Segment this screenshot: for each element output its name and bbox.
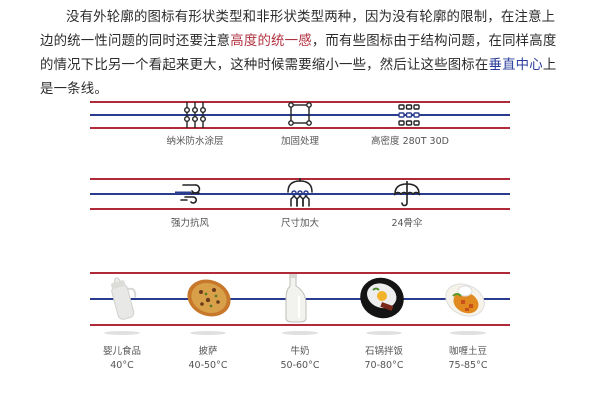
row2-bottom-guide bbox=[90, 208, 510, 210]
food-name: 披萨 bbox=[198, 346, 218, 357]
highlight-height-unity: 高度的统一感 bbox=[230, 34, 312, 49]
bibimbap-shadow bbox=[366, 331, 402, 335]
curry-shadow bbox=[450, 331, 486, 335]
label-wind-resistant: 强力抗风 bbox=[170, 218, 209, 229]
intro-paragraph: 没有外轮廓的图标有形状类型和非形状类型两种，因为没有轮廓的限制，在注意上边的统一… bbox=[40, 6, 560, 102]
label-high-density: 高密度 280T 30D bbox=[371, 136, 449, 147]
row2-center-guide bbox=[90, 193, 510, 195]
label-24-rib-umbrella: 24骨伞 bbox=[391, 218, 423, 229]
curry-potato-image bbox=[445, 283, 485, 317]
food-name: 石锅拌饭 bbox=[364, 346, 403, 357]
food-name: 婴儿食品 bbox=[102, 346, 141, 357]
pizza-shadow bbox=[190, 331, 226, 335]
label-curry-potato: 咖喱土豆 75-85°C bbox=[418, 345, 518, 373]
food-temp: 70-80°C bbox=[364, 360, 404, 371]
label-baby-food: 婴儿食品 40°C bbox=[72, 345, 172, 373]
food-temp: 40-50°C bbox=[188, 360, 228, 371]
baby-bottle-image bbox=[111, 277, 137, 320]
intro-text-1: 没有外轮廓的图标有形状类型和非形状类型两种，因为没有轮廓的限制，在注意上边的统一… bbox=[40, 10, 556, 49]
label-reinforced: 加固处理 bbox=[280, 136, 319, 147]
row1-bottom-guide bbox=[90, 127, 510, 129]
row3-top-guide bbox=[90, 272, 510, 274]
row1-center-guide bbox=[90, 114, 510, 116]
milk-shadow bbox=[282, 331, 318, 335]
row1-top-guide bbox=[90, 101, 510, 103]
food-temp: 50-60°C bbox=[280, 360, 320, 371]
umbrella-icon bbox=[394, 181, 420, 207]
baby-bottle-shadow bbox=[104, 331, 140, 335]
intro-text-2: ，而有些图标由于结构问题，在同样高度的情况下比另一个看起来更大，这种时候需要缩小… bbox=[40, 34, 557, 73]
high-density-grid-icon bbox=[398, 104, 420, 126]
bibimbap-image bbox=[360, 277, 404, 319]
wind-icon bbox=[175, 184, 201, 204]
highlight-vertical-center: 垂直中心 bbox=[488, 58, 543, 73]
label-bibimbap: 石锅拌饭 70-80°C bbox=[334, 345, 434, 373]
milk-bottle-image bbox=[285, 274, 307, 323]
label-nano-waterproof: 纳米防水涂层 bbox=[166, 136, 224, 147]
food-temp: 40°C bbox=[110, 360, 134, 371]
reinforced-frame-icon bbox=[288, 102, 312, 126]
food-name: 咖喱土豆 bbox=[448, 346, 487, 357]
label-milk: 牛奶 50-60°C bbox=[250, 345, 350, 373]
food-name: 牛奶 bbox=[290, 346, 310, 357]
label-enlarged-size: 尺寸加大 bbox=[280, 218, 319, 229]
large-canopy-people-icon bbox=[287, 178, 313, 207]
nano-waterproof-icon bbox=[184, 102, 207, 128]
intro-text-3: 上是一条线。 bbox=[40, 58, 557, 97]
pizza-image bbox=[187, 279, 231, 317]
food-temp: 75-85°C bbox=[448, 360, 488, 371]
row3-bottom-guide bbox=[90, 324, 510, 326]
label-pizza: 披萨 40-50°C bbox=[158, 345, 258, 373]
